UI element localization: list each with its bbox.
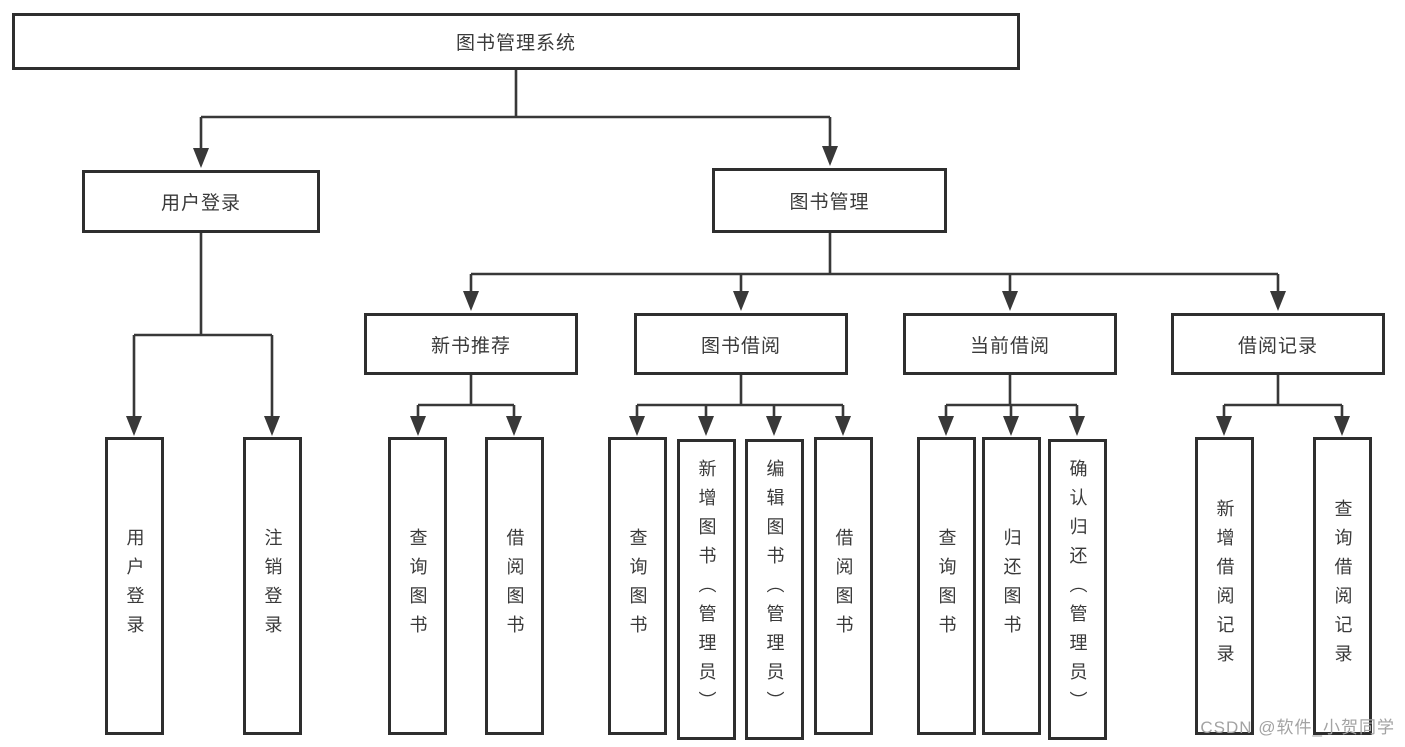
leaf-edit-book-admin: 编辑图书（管理员） — [745, 439, 804, 740]
node-book-borrowing: 图书借阅 — [634, 313, 848, 375]
node-label: 用户登录 — [160, 193, 241, 214]
leaf-search-books-borrowing: 查询图书 — [608, 437, 667, 735]
node-label: 归还图书 — [1001, 528, 1022, 644]
node-label: 编辑图书（管理员） — [764, 459, 785, 720]
node-library-management-system: 图书管理系统 — [12, 13, 1020, 70]
node-book-management: 图书管理 — [712, 168, 947, 233]
node-label: 注销登录 — [262, 528, 283, 644]
node-label: 图书借阅 — [700, 335, 781, 357]
node-label: 查询图书 — [627, 528, 648, 644]
node-label: 新增图书（管理员） — [696, 459, 717, 720]
leaf-borrow-books-borrowing: 借阅图书 — [814, 437, 873, 735]
node-label: 当前借阅 — [969, 335, 1050, 357]
node-label: 借阅记录 — [1237, 335, 1318, 357]
connector-strokes — [132, 70, 1344, 419]
leaf-logout: 注销登录 — [243, 437, 302, 735]
node-label: 借阅图书 — [833, 528, 854, 644]
leaf-search-books-current: 查询图书 — [917, 437, 976, 735]
csdn-watermark: CSDN @软件_小贺同学 — [1200, 718, 1395, 737]
node-user-login: 用户登录 — [82, 170, 320, 233]
node-new-book-recommendation: 新书推荐 — [364, 313, 578, 375]
leaf-return-books: 归还图书 — [982, 437, 1041, 735]
node-borrowing-records: 借阅记录 — [1171, 313, 1385, 375]
leaf-confirm-return-admin: 确认归还（管理员） — [1048, 439, 1107, 740]
leaf-search-books-recommend: 查询图书 — [388, 437, 447, 735]
node-label: 借阅图书 — [504, 528, 525, 644]
node-label: 确认归还（管理员） — [1067, 459, 1088, 720]
leaf-search-borrow-record: 查询借阅记录 — [1313, 437, 1372, 735]
leaf-user-login: 用户登录 — [105, 437, 164, 735]
leaf-add-book-admin: 新增图书（管理员） — [677, 439, 736, 740]
node-label: 图书管理系统 — [455, 33, 576, 54]
node-current-borrowing: 当前借阅 — [903, 313, 1117, 375]
leaf-borrow-books-recommend: 借阅图书 — [485, 437, 544, 735]
node-label: 图书管理 — [789, 192, 870, 213]
node-label: 新书推荐 — [430, 335, 511, 357]
arrowheads — [126, 146, 1350, 436]
node-label: 用户登录 — [124, 528, 145, 644]
node-label: 查询图书 — [407, 528, 428, 644]
leaf-add-borrow-record: 新增借阅记录 — [1195, 437, 1254, 735]
node-label: 查询图书 — [936, 528, 957, 644]
node-label: 查询借阅记录 — [1332, 499, 1353, 673]
node-label: 新增借阅记录 — [1214, 499, 1235, 673]
